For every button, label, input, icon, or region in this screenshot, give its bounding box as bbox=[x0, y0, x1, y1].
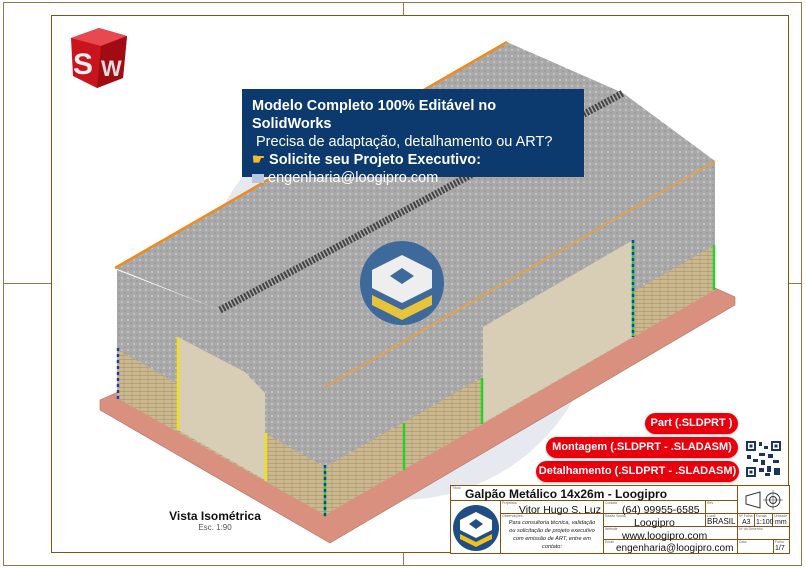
website-label: Website bbox=[605, 527, 618, 531]
frame-tick bbox=[403, 2, 404, 15]
front-door-opening bbox=[483, 240, 633, 423]
email-link[interactable]: engenharia@loogipro.com bbox=[616, 543, 734, 554]
company-cell: Razão Social Loogipro bbox=[604, 514, 706, 529]
unit-label: Unidade bbox=[774, 514, 788, 518]
sheet-label: Folha bbox=[775, 540, 784, 544]
outer-frame bbox=[3, 2, 802, 566]
sheet-value: 1/7 bbox=[775, 545, 785, 552]
frame-tick bbox=[403, 553, 404, 566]
svg-text:W: W bbox=[101, 56, 122, 81]
loogipro-watermark-logo bbox=[360, 241, 444, 325]
rev-cell: Rev bbox=[706, 501, 738, 514]
drawing-number-cell: Nº do Desenho bbox=[738, 527, 790, 540]
pointing-hand-icon: ☛ bbox=[252, 152, 270, 168]
front-eave bbox=[324, 160, 716, 388]
company-label: Razão Social bbox=[605, 514, 626, 518]
columns bbox=[116, 240, 716, 517]
first-angle-projection-icon bbox=[745, 490, 783, 510]
projection-symbol-cell bbox=[738, 486, 790, 514]
location-label: Local bbox=[707, 514, 716, 518]
email-cell: Email engenharia@loogipro.com bbox=[604, 540, 738, 554]
title-block: Título Galpão Metálico 14x26m - Loogipro… bbox=[450, 485, 790, 554]
banner-email[interactable]: engenharia@loogipro.com bbox=[268, 170, 439, 186]
frame-tick bbox=[3, 283, 51, 284]
designer-value: Vitor Hugo S. Luz bbox=[518, 504, 601, 516]
contact-label: Contato bbox=[605, 501, 618, 505]
drawing-title: Galpão Metálico 14x26m - Loogipro bbox=[465, 487, 668, 501]
view-title: Vista Isométrica bbox=[169, 509, 261, 523]
view-scale: Esc. 1:90 bbox=[198, 523, 232, 532]
inner-frame bbox=[51, 15, 789, 553]
banner-cta: Solicite seu Projeto Executivo: bbox=[269, 152, 481, 168]
title-cell: Título Galpão Metálico 14x26m - Loogipro bbox=[451, 486, 738, 501]
solidworks-logo: S W bbox=[65, 24, 131, 90]
notes-text: Para consultoria técnica, validação ou s… bbox=[508, 520, 596, 550]
banner-question: Precisa de adaptação, detalhamento ou AR… bbox=[256, 134, 553, 150]
contact-cell: Contato (64) 99955-6585 bbox=[604, 501, 706, 516]
sheet-cell: Folha 1/7 bbox=[774, 540, 790, 554]
frame-tick bbox=[789, 283, 802, 284]
notes-cell: Observações Para consultoria técnica, va… bbox=[501, 514, 604, 554]
banner-headline: Modelo Completo 100% Editável no SolidWo… bbox=[252, 98, 497, 132]
logo-cell bbox=[451, 501, 501, 554]
part-file-button[interactable]: Part (.SLDPRT ) bbox=[645, 413, 738, 434]
sheet-size-cell: Nº Folha A3 bbox=[738, 514, 755, 527]
scale-value: 1:100 bbox=[756, 519, 774, 526]
loogipro-logo bbox=[453, 505, 499, 551]
date-label: Data bbox=[739, 540, 747, 544]
designer-cell: Projetista Vitor Hugo S. Luz bbox=[501, 501, 604, 516]
scale-cell: Escala 1:100 bbox=[755, 514, 774, 527]
designer-label: Projetista bbox=[502, 501, 517, 505]
unit-cell: Unidade mm bbox=[773, 514, 790, 527]
assembly-file-button[interactable]: Montagem (.SLDPRT - .SLADASM) bbox=[546, 437, 738, 458]
website-cell: Website www.loogipro.com bbox=[604, 527, 738, 542]
contact-value: (64) 99955-6585 bbox=[622, 504, 700, 516]
sheet-size-value: A3 bbox=[742, 519, 751, 526]
envelope-icon bbox=[252, 174, 264, 183]
website-link[interactable]: www.loogipro.com bbox=[622, 530, 708, 542]
unit-value: mm bbox=[775, 519, 787, 526]
location-cell: Local BRASIL bbox=[706, 514, 738, 527]
ridge-vent bbox=[218, 89, 625, 314]
svg-text:S: S bbox=[73, 48, 93, 81]
detailing-file-button[interactable]: Detalhamento (.SLDPRT - .SLADASM) bbox=[536, 461, 739, 482]
rev-label: Rev bbox=[707, 501, 714, 505]
promo-banner: Modelo Completo 100% Editável no SolidWo… bbox=[242, 89, 584, 186]
scale-label: Escala bbox=[756, 514, 767, 518]
date-cell: Data bbox=[738, 540, 774, 554]
qr-code[interactable] bbox=[745, 440, 782, 478]
location-value: BRASIL bbox=[707, 517, 736, 526]
gable-door-opening bbox=[178, 337, 265, 480]
view-caption: Vista Isométrica Esc. 1:90 bbox=[160, 509, 270, 532]
title-label: Título bbox=[452, 486, 461, 490]
notes-label: Observações bbox=[502, 514, 523, 518]
drawing-number-label: Nº do Desenho bbox=[739, 527, 763, 531]
sheet-size-label: Nº Folha bbox=[739, 514, 753, 518]
company-value: Loogipro bbox=[634, 517, 675, 529]
email-label: Email bbox=[605, 540, 614, 544]
